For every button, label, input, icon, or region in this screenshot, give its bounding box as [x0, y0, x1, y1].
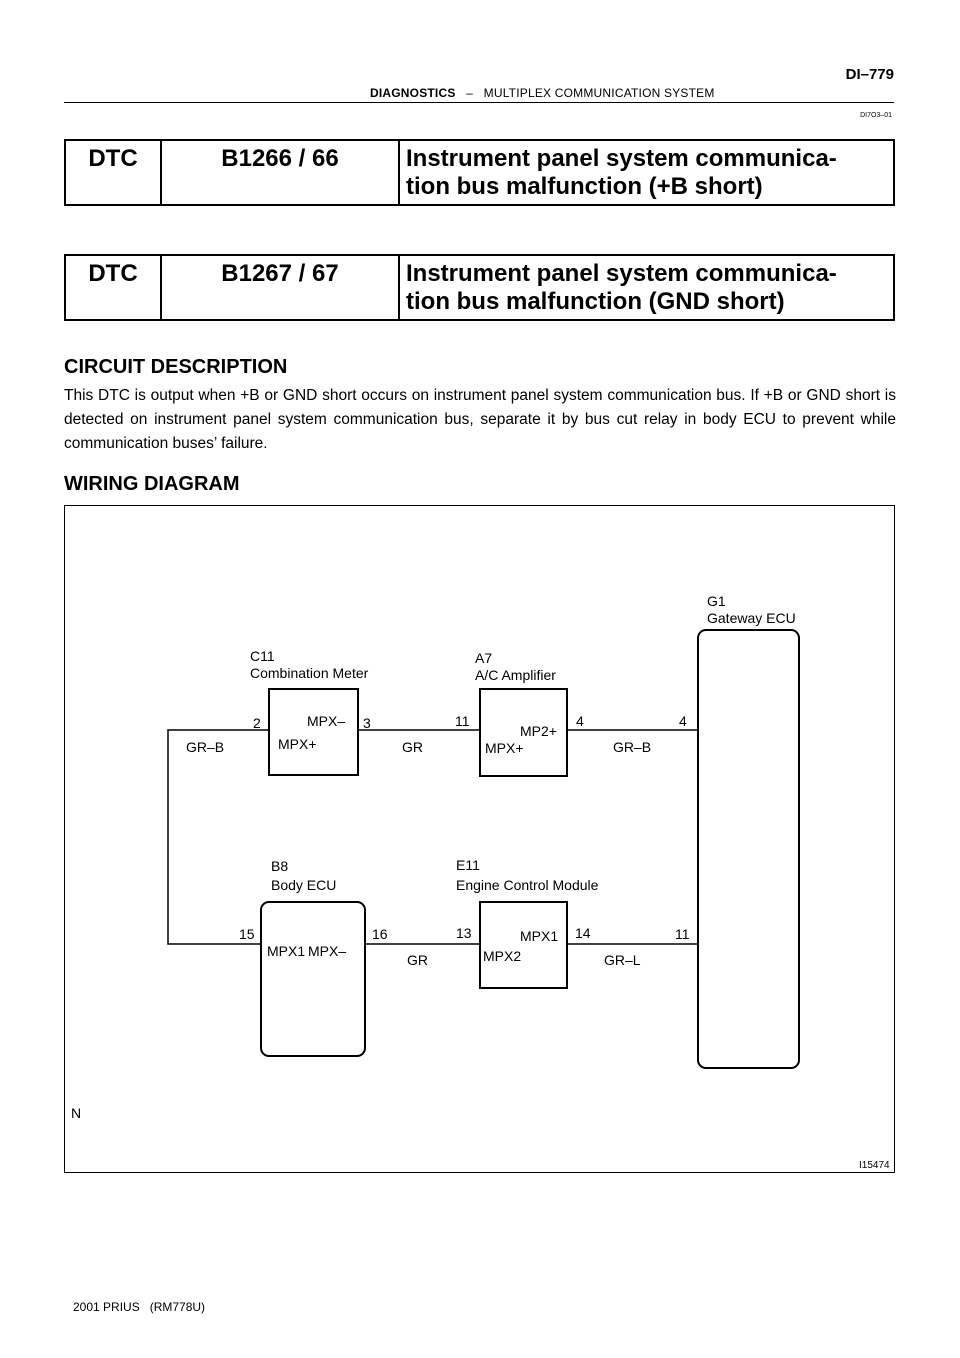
g1-gateway-ecu-box: [697, 629, 800, 1069]
c11-code: C11: [250, 648, 275, 664]
e11-code: E11: [456, 857, 480, 873]
circuit-description-heading: CIRCUIT DESCRIPTION: [64, 356, 288, 378]
wire-label-c11-a7: GR: [402, 739, 423, 755]
a7-pin-b: 11: [455, 713, 470, 729]
figure-id: I15474: [859, 1160, 890, 1171]
c11-pin-a: 3: [363, 715, 371, 731]
wiring-diagram-heading: WIRING DIAGRAM: [64, 473, 240, 495]
dtc-table-2: DTC B1267 / 67 Instrument panel system c…: [64, 254, 895, 321]
dtc-label: DTC: [64, 139, 162, 206]
doc-code: DI7O3–01: [860, 112, 892, 119]
wiring-diagram: G1 Gateway ECU 4 11 C11 Combination Mete…: [64, 505, 895, 1173]
b8-pin-a: 15: [239, 926, 255, 942]
b8-body-ecu-box: [260, 901, 366, 1057]
circuit-description-text: This DTC is output when +B or GND short …: [64, 387, 896, 452]
b8-pin-b: 16: [372, 926, 388, 942]
dtc-title-line: tion bus malfunction (+B short): [406, 173, 763, 200]
e11-pin-a-name: MPX1: [520, 928, 558, 944]
dtc-table-1: DTC B1266 / 66 Instrument panel system c…: [64, 139, 895, 206]
c11-name: Combination Meter: [250, 665, 369, 681]
a7-pin-a: 4: [576, 713, 584, 729]
g1-code: G1: [707, 593, 726, 609]
c11-combination-meter-box: [268, 688, 359, 776]
b8-pin-a-name: MPX1: [267, 943, 305, 959]
g1-name: Gateway ECU: [707, 610, 796, 626]
wire-left-loop: [167, 729, 269, 945]
footer-text: 2001 PRIUS (RM778U): [73, 1300, 206, 1314]
corner-mark: N: [71, 1105, 81, 1121]
dtc-title-line: tion bus malfunction (GND short): [406, 288, 785, 315]
header-separator: –: [466, 86, 474, 100]
a7-ac-amplifier-box: [479, 688, 568, 777]
dtc-label: DTC: [64, 254, 162, 321]
dtc-title: Instrument panel system communica- tion …: [398, 254, 895, 321]
header-section: DIAGNOSTICS – MULTIPLEX COMMUNICATION SY…: [370, 86, 715, 100]
wire-label-e11-g1: GR–L: [604, 952, 641, 968]
header-rule: [64, 102, 894, 103]
header-subsection: MULTIPLEX COMMUNICATION SYSTEM: [483, 86, 715, 100]
a7-pin-b-name: MPX+: [485, 740, 524, 756]
dtc-title-line: Instrument panel system communica-: [406, 145, 837, 172]
wire-label-a7-g1: GR–B: [613, 739, 651, 755]
header-section-name: DIAGNOSTICS: [370, 86, 456, 100]
c11-pin-a-name: MPX–: [307, 713, 345, 729]
e11-name: Engine Control Module: [456, 877, 599, 893]
dtc-code: B1266 / 66: [160, 139, 400, 206]
dtc-title-line: Instrument panel system communica-: [406, 260, 837, 287]
g1-pin-top: 4: [679, 713, 687, 729]
wiring-diagram-svg: G1 Gateway ECU 4 11 C11 Combination Mete…: [71, 593, 890, 1171]
e11-engine-control-module-box: [479, 901, 568, 989]
a7-pin-a-name: MP2+: [520, 723, 557, 739]
b8-pin-b-name: MPX–: [308, 943, 346, 959]
c11-pin-b-name: MPX+: [278, 736, 317, 752]
b8-code: B8: [271, 858, 288, 874]
dtc-title: Instrument panel system communica- tion …: [398, 139, 895, 206]
e11-pin-b-name: MPX2: [483, 948, 521, 964]
wire-label-left-loop: GR–B: [186, 739, 224, 755]
g1-pin-bottom: 11: [675, 926, 690, 942]
page-number: DI–779: [845, 66, 894, 83]
e11-pin-a: 14: [575, 925, 591, 941]
e11-pin-b: 13: [456, 925, 472, 941]
dtc-code: B1267 / 67: [160, 254, 400, 321]
c11-pin-b: 2: [253, 715, 261, 731]
wire-label-b8-e11: GR: [407, 952, 428, 968]
a7-code: A7: [475, 650, 492, 666]
b8-name: Body ECU: [271, 877, 336, 893]
a7-name: A/C Amplifier: [475, 667, 556, 683]
